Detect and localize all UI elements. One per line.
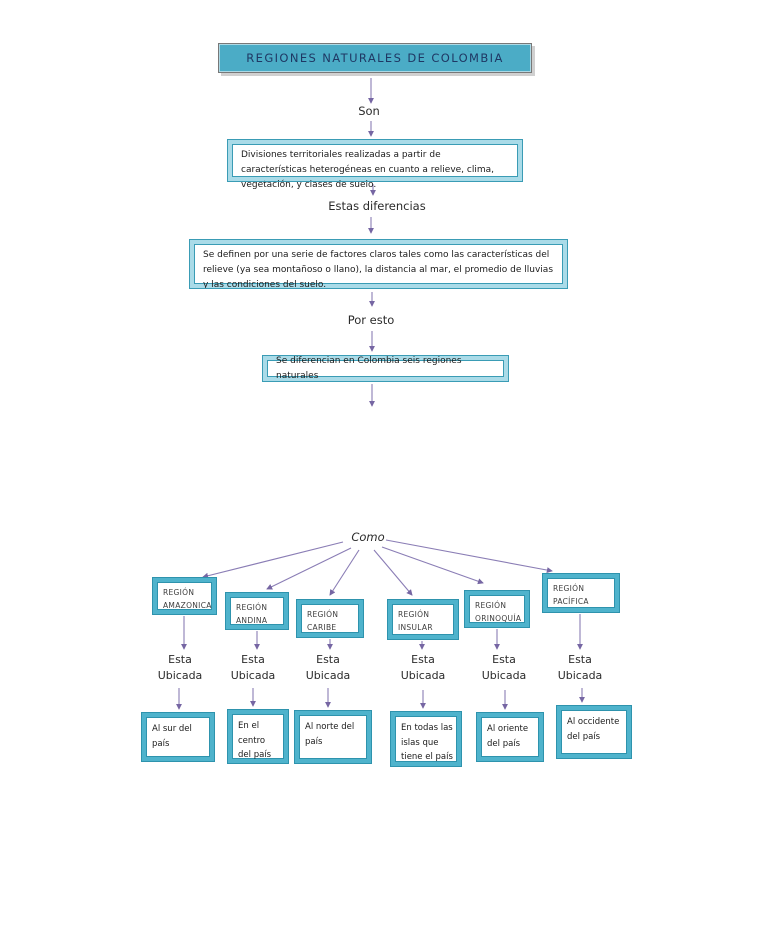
- located-line2: Ubicada: [230, 669, 276, 682]
- located-line1: Esta: [411, 653, 435, 666]
- location-box-sur: Al sur del país: [141, 712, 215, 762]
- located-label: Esta Ubicada: [550, 652, 610, 684]
- located-line2: Ubicada: [157, 669, 203, 682]
- located-line1: Esta: [492, 653, 516, 666]
- located-line2: Ubicada: [305, 669, 351, 682]
- located-line2: Ubicada: [400, 669, 446, 682]
- region-name: PACÍFICA: [553, 597, 589, 606]
- location-box-centro: En el centro del país: [227, 709, 289, 764]
- located-label: Esta Ubicada: [223, 652, 283, 684]
- region-box-orinoquia: REGIÓN ORINOQUÍA: [464, 590, 530, 628]
- located-line2: Ubicada: [557, 669, 603, 682]
- connector-label-son: Son: [358, 104, 380, 118]
- diagram-title: REGIONES NATURALES DE COLOMBIA: [218, 43, 532, 73]
- location-box-norte: Al norte del país: [294, 710, 372, 764]
- region-name: INSULAR: [398, 623, 433, 632]
- region-label: REGIÓN: [236, 603, 268, 612]
- region-box-andina: REGIÓN ANDINA: [225, 592, 289, 630]
- region-box-insular: REGIÓN INSULAR: [387, 599, 459, 640]
- region-box-amazonica: REGIÓN AMAZONICA: [152, 577, 217, 615]
- connector-label-por-esto: Por esto: [347, 313, 395, 327]
- connector-label-como: Como: [351, 530, 385, 544]
- located-label: Esta Ubicada: [150, 652, 210, 684]
- located-line1: Esta: [568, 653, 592, 666]
- region-label: REGIÓN: [398, 610, 430, 619]
- region-name: ORINOQUÍA: [475, 614, 522, 623]
- region-box-caribe: REGIÓN CARIBE: [296, 599, 364, 638]
- region-label: REGIÓN: [307, 610, 339, 619]
- located-line1: Esta: [241, 653, 265, 666]
- definition-box: Divisiones territoriales realizadas a pa…: [227, 139, 523, 190]
- location-box-occidente: Al occidente del país: [556, 705, 632, 759]
- region-box-pacifica: REGIÓN PACÍFICA: [542, 573, 620, 613]
- region-label: REGIÓN: [475, 601, 507, 610]
- region-name: ANDINA: [236, 616, 268, 625]
- located-line1: Esta: [168, 653, 192, 666]
- region-label: REGIÓN: [553, 584, 585, 593]
- six-regions-box: Se diferencian en Colombia seis regiones…: [262, 355, 509, 382]
- located-line1: Esta: [316, 653, 340, 666]
- location-box-oriente: Al oriente del país: [476, 712, 544, 762]
- region-name: AMAZONICA: [163, 601, 212, 610]
- factors-box: Se definen por una serie de factores cla…: [189, 239, 568, 290]
- located-label: Esta Ubicada: [298, 652, 358, 684]
- region-name: CARIBE: [307, 623, 337, 632]
- location-box-islas: En todas las islas que tiene el país: [390, 711, 462, 767]
- region-label: REGIÓN: [163, 588, 195, 597]
- located-label: Esta Ubicada: [474, 652, 534, 684]
- connector-label-estas-diferencias: Estas diferencias: [328, 199, 426, 213]
- located-line2: Ubicada: [481, 669, 527, 682]
- located-label: Esta Ubicada: [393, 652, 453, 684]
